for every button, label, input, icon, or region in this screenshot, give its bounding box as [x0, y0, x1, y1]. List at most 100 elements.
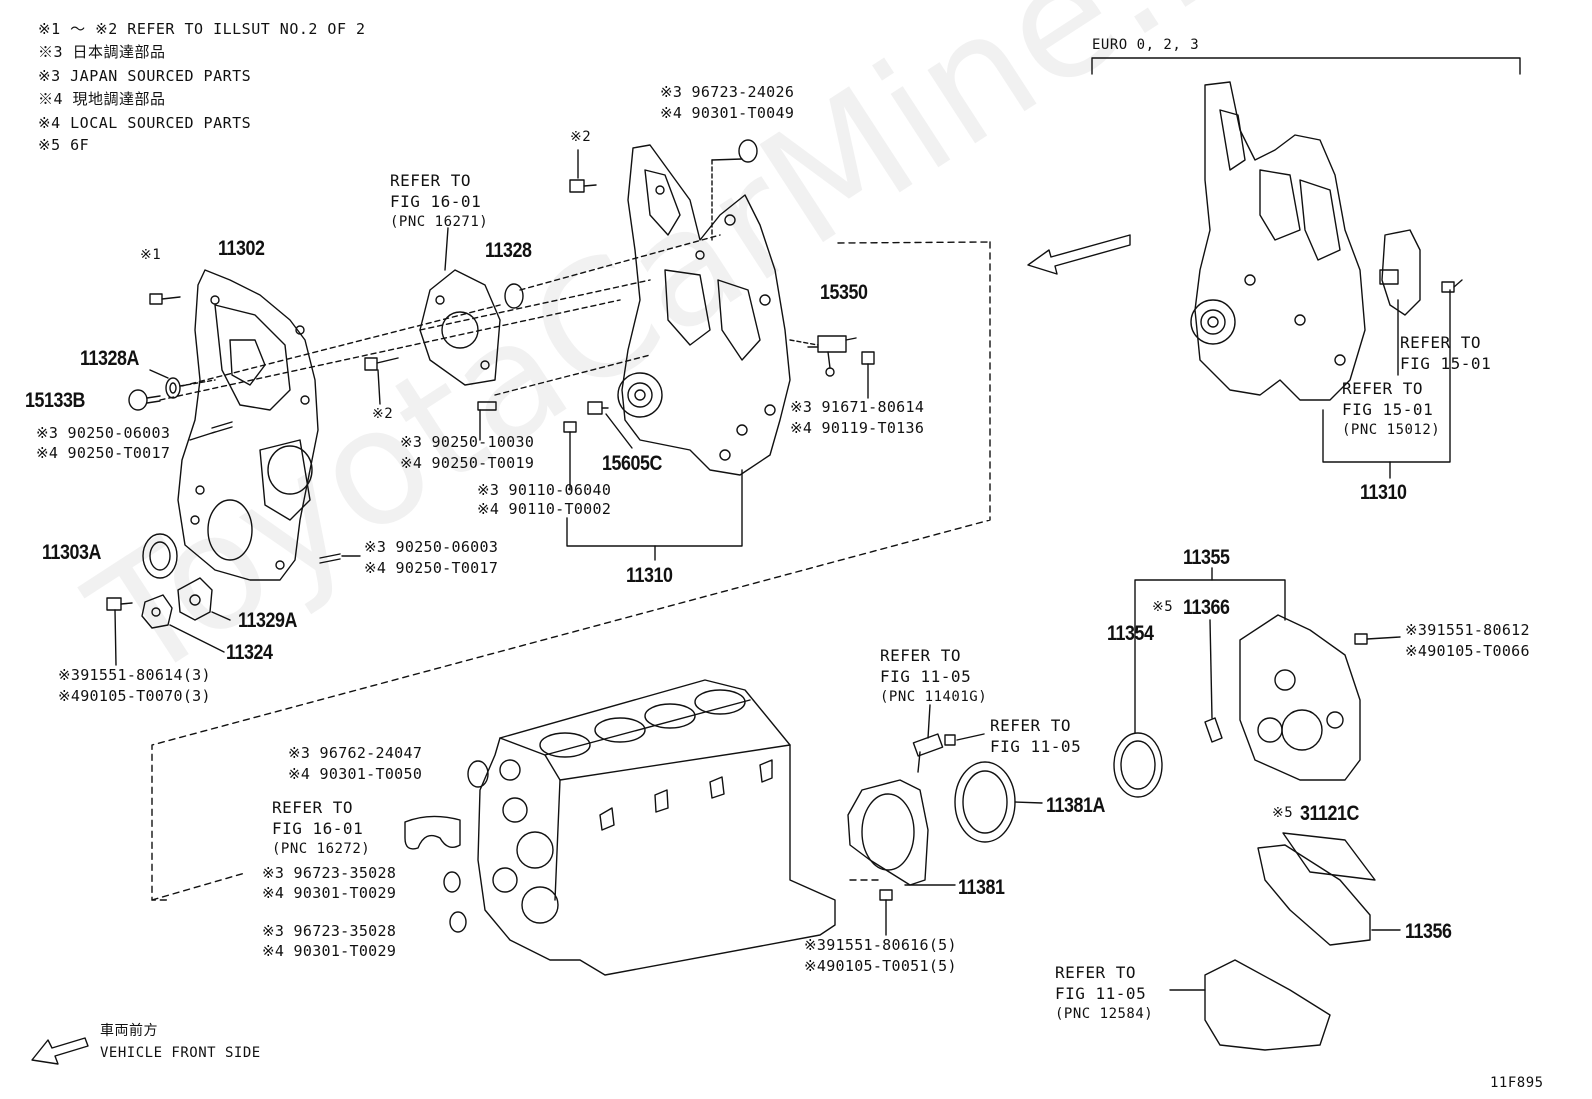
part-11381a[interactable]: 11381A — [1046, 794, 1105, 817]
oil-seal-icon — [954, 761, 1016, 843]
pin-icon — [319, 553, 341, 564]
part-11302[interactable]: 11302 — [218, 237, 265, 260]
refer-to-block[interactable]: REFER TO FIG 11-05 — [990, 715, 1081, 757]
dashed-frame — [151, 241, 991, 901]
refer-line: FIG 16-01 — [390, 192, 482, 211]
part-11354[interactable]: 11354 — [1107, 622, 1154, 645]
sensor-icon — [912, 733, 944, 773]
part-label[interactable]: ※3 90250-06003 — [364, 538, 499, 556]
part-label[interactable]: ※490105-T0066 — [1405, 642, 1530, 660]
refer-line: FIG 15-01 — [1342, 400, 1434, 419]
part-label[interactable]: ※4 90250-T0017 — [36, 444, 171, 462]
part-11328a[interactable]: 11328A — [80, 347, 139, 370]
refer-to-block[interactable]: REFER TO FIG 11-05 (PNC 12584) — [1055, 962, 1153, 1025]
part-label[interactable]: ※4 90250-T0019 — [400, 454, 535, 472]
vehicle-front-arrow-icon — [31, 1037, 89, 1065]
refer-line: (PNC 16271) — [390, 214, 489, 230]
timing-cover-11310 — [617, 144, 791, 476]
bolt-icon — [1441, 279, 1463, 293]
refer-line: (PNC 12584) — [1055, 1006, 1154, 1022]
part-label[interactable]: ※4 90301-T0049 — [660, 104, 795, 122]
figure-code: 11F895 — [1490, 1075, 1544, 1091]
refer-line: FIG 15-01 — [1400, 354, 1492, 373]
water-pipe-icon — [404, 815, 461, 850]
oil-seal-icon — [1113, 732, 1163, 798]
bolt-icon — [1354, 633, 1401, 645]
refer-to-block[interactable]: REFER TO FIG 16-01 (PNC 16272) — [272, 797, 370, 860]
refer-line: REFER TO — [990, 716, 1072, 735]
part-label[interactable]: ※3 90110-06040 — [477, 481, 612, 499]
bolt-icon — [861, 351, 875, 365]
refer-to-block[interactable]: REFER TO FIG 15-01 (PNC 15012) — [1342, 378, 1440, 441]
part-11356[interactable]: 11356 — [1405, 920, 1452, 943]
timing-cover-11302 — [177, 269, 319, 581]
mark-note-1: ※1 — [140, 247, 162, 263]
part-label[interactable]: ※490105-T0070(3) — [58, 687, 211, 705]
part-label[interactable]: ※391551-80616(5) — [804, 936, 957, 954]
refer-line: REFER TO — [1400, 333, 1482, 352]
part-15350[interactable]: 15350 — [820, 281, 868, 304]
part-31121c[interactable]: 31121C — [1300, 802, 1359, 825]
pin-icon — [477, 401, 497, 411]
refer-to-block[interactable]: REFER TO FIG 16-01 (PNC 16271) — [390, 170, 488, 233]
refer-line: FIG 16-01 — [272, 819, 364, 838]
engine-block — [477, 679, 836, 976]
part-11366[interactable]: 11366 — [1183, 596, 1230, 619]
part-label[interactable]: ※490105-T0051(5) — [804, 957, 957, 975]
part-11355[interactable]: 11355 — [1183, 546, 1230, 569]
mark-note-5: ※5 — [1272, 805, 1294, 821]
part-label[interactable]: ※3 96723-35028 — [262, 864, 397, 882]
note-line: ※3 JAPAN SOURCED PARTS — [38, 67, 252, 85]
part-label[interactable]: ※4 90301-T0029 — [262, 884, 397, 902]
mark-note-2: ※2 — [570, 129, 592, 145]
note-line: ※3 日本調達部品 — [38, 43, 166, 61]
vehicle-front-jp: 車両前方 — [100, 1023, 158, 1039]
part-15133b[interactable]: 15133B — [25, 389, 85, 412]
part-11310-euro[interactable]: 11310 — [1360, 481, 1407, 504]
refer-to-block[interactable]: REFER TO FIG 11-05 (PNC 11401G) — [880, 645, 987, 708]
part-11329a[interactable]: 11329A — [238, 609, 297, 632]
washer-icon — [165, 377, 181, 399]
refer-line: REFER TO — [390, 171, 472, 190]
part-11324[interactable]: 11324 — [226, 641, 273, 664]
part-label[interactable]: ※4 90119-T0136 — [790, 419, 925, 437]
part-label[interactable]: ※4 90301-T0050 — [288, 765, 423, 783]
bolt-icon — [569, 179, 597, 193]
mark-note-2: ※2 — [372, 406, 394, 422]
part-11328[interactable]: 11328 — [485, 239, 532, 262]
part-label[interactable]: ※3 96723-35028 — [262, 922, 397, 940]
housing-cover-11356 — [1257, 844, 1371, 946]
part-label[interactable]: ※3 91671-80614 — [790, 398, 925, 416]
part-label[interactable]: ※4 90250-T0017 — [364, 559, 499, 577]
part-label[interactable]: ※3 90250-10030 — [400, 433, 535, 451]
part-label[interactable]: ※391551-80614(3) — [58, 666, 211, 684]
part-label[interactable]: ※3 96723-24026 — [660, 83, 795, 101]
note-line: ※4 現地調達部品 — [38, 90, 166, 108]
sensor-icon — [807, 335, 857, 377]
part-11303a[interactable]: 11303A — [42, 541, 101, 564]
o-ring-icon — [504, 283, 524, 309]
part-label[interactable]: ※4 90110-T0002 — [477, 500, 612, 518]
part-11381[interactable]: 11381 — [958, 876, 1005, 899]
bolt-icon — [106, 597, 133, 611]
part-label[interactable]: ※4 90301-T0029 — [262, 942, 397, 960]
oil-seal-icon — [142, 533, 178, 579]
vehicle-front-en: VEHICLE FRONT SIDE — [100, 1045, 261, 1061]
refer-line: REFER TO — [1342, 379, 1424, 398]
part-label[interactable]: ※391551-80612 — [1405, 621, 1530, 639]
refer-line: (PNC 11401G) — [880, 689, 988, 705]
refer-to-block[interactable]: REFER TO FIG 15-01 — [1400, 332, 1491, 374]
water-pump-icon — [1379, 229, 1421, 316]
part-11310[interactable]: 11310 — [626, 564, 673, 587]
part-15605c[interactable]: 15605C — [602, 452, 662, 475]
bolt-icon — [563, 421, 577, 433]
o-ring-icon — [467, 760, 489, 788]
part-label[interactable]: ※3 96762-24047 — [288, 744, 423, 762]
bolt-icon — [587, 401, 609, 415]
part-label[interactable]: ※3 90250-06003 — [36, 424, 171, 442]
euro-label: EURO 0, 2, 3 — [1092, 37, 1200, 53]
note-line: ※1 ～ ※2 REFER TO ILLSUT NO.2 OF 2 — [38, 20, 366, 38]
gasket-icon — [141, 594, 173, 629]
timing-cover-euro — [1190, 81, 1366, 401]
